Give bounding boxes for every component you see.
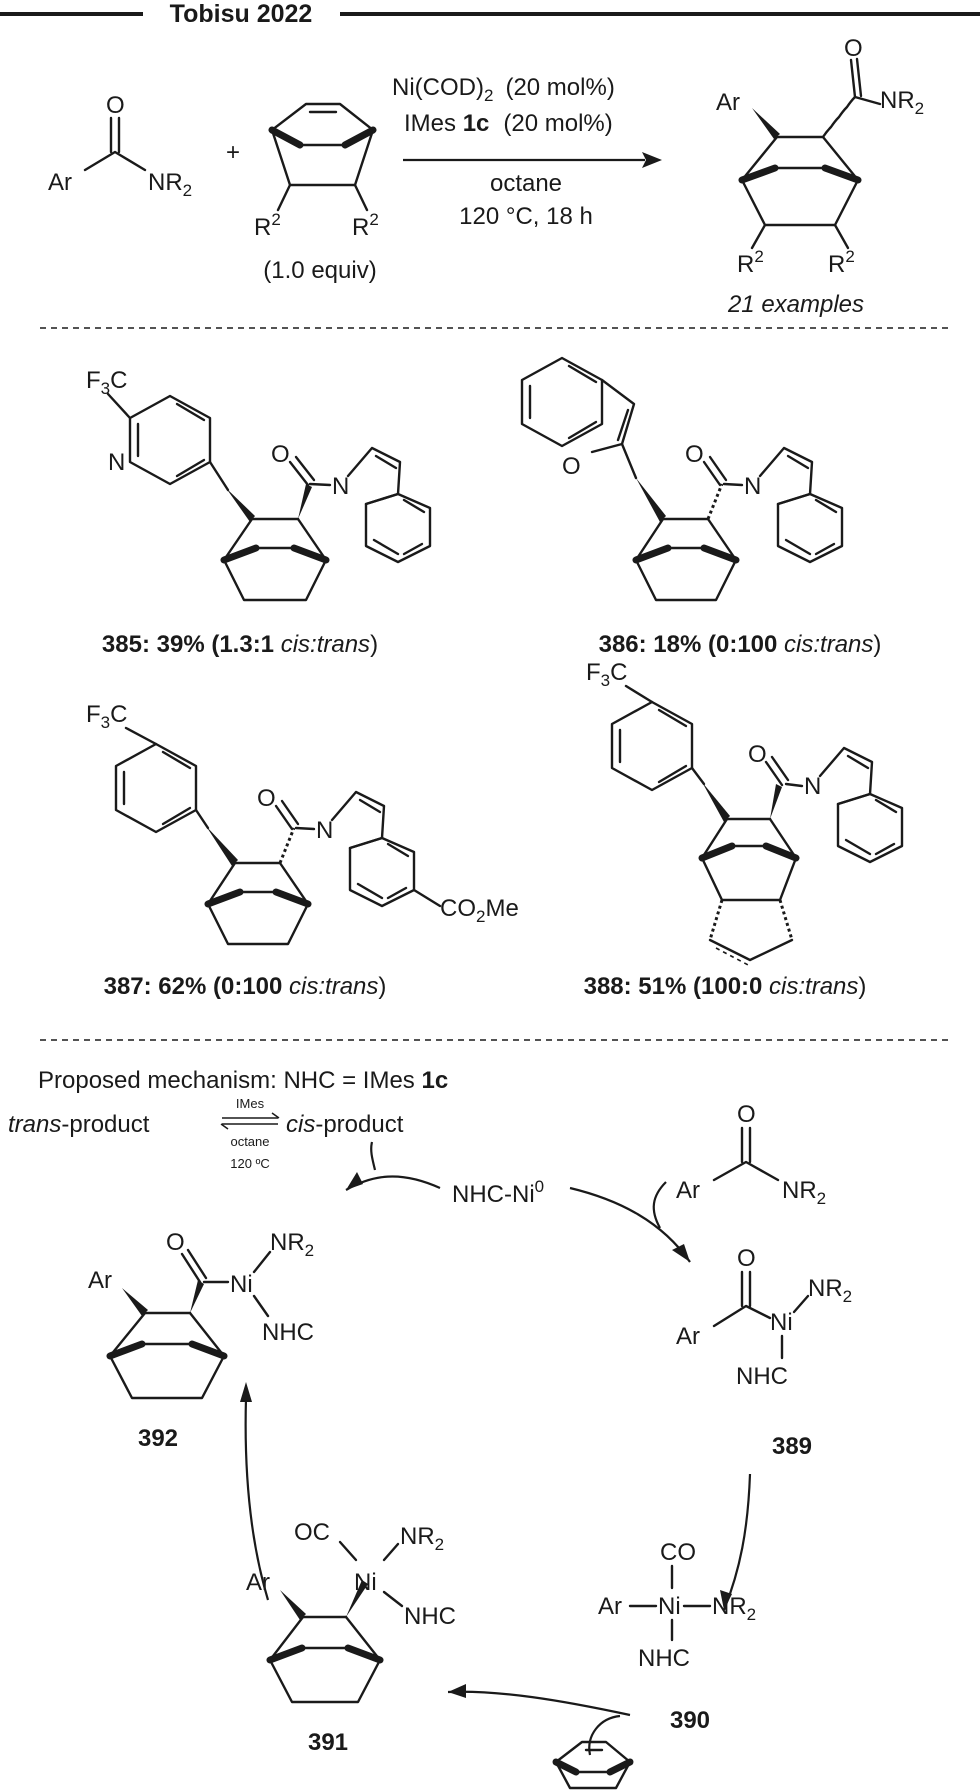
svg-text:O: O [737, 1245, 756, 1272]
svg-text:trans-product: trans-product [8, 1111, 150, 1138]
svg-text:Ni: Ni [354, 1569, 377, 1596]
svg-text:NR2: NR2 [782, 1177, 826, 1208]
cf3-387: F3C [86, 701, 127, 732]
svg-text:Ar: Ar [246, 1569, 270, 1596]
svg-text:NR2: NR2 [400, 1523, 444, 1554]
product-examples: 21 examples [727, 291, 864, 318]
example-385: F3C N O N [86, 367, 432, 602]
svg-text:O: O [166, 1229, 185, 1256]
svg-text:NR2: NR2 [270, 1229, 314, 1260]
svg-text:NHC: NHC [262, 1319, 314, 1346]
svg-text:OC: OC [294, 1519, 330, 1546]
header: Tobisu 2022 [0, 0, 980, 28]
svg-text:CO: CO [660, 1539, 696, 1566]
header-title: Tobisu 2022 [170, 0, 313, 28]
product-nr2: NR2 [880, 87, 924, 118]
caption-385: 385: 39% (1.3:1 cis:trans) [102, 631, 378, 658]
n-indole-385: N [332, 473, 349, 500]
svg-text:Ar: Ar [88, 1267, 112, 1294]
svg-text:390: 390 [670, 1707, 710, 1734]
cond-cat1: Ni(COD)2(20 mol%) [392, 74, 615, 105]
o-385: O [271, 441, 290, 468]
product-ar: Ar [716, 89, 740, 116]
svg-text:Ni: Ni [230, 1271, 253, 1298]
norbornene-r2-right: R2 [352, 210, 379, 241]
cond-solvent: octane [490, 170, 562, 197]
cond-temp-time: 120 °C, 18 h [459, 203, 593, 230]
co2me-387: CO2Me [440, 895, 519, 926]
amide-nr2: NR2 [148, 169, 192, 200]
caption-387: 387: 62% (0:100 cis:trans) [104, 973, 387, 1000]
reactant-norbornene: R2 R2 (1.0 equiv) [254, 102, 379, 284]
norbornene-equiv: (1.0 equiv) [263, 257, 376, 284]
reaction-conditions: Ni(COD)2(20 mol%) IMes 1c(20 mol%) octan… [392, 74, 662, 230]
svg-text:Ar: Ar [598, 1593, 622, 1620]
amide-o: O [106, 92, 125, 119]
svg-text:391: 391 [308, 1729, 348, 1756]
svg-text:NR2: NR2 [808, 1275, 852, 1306]
caption-386: 386: 18% (0:100 cis:trans) [599, 631, 882, 658]
product-r2-left: R2 [737, 247, 764, 278]
svg-text:octane: octane [230, 1134, 269, 1149]
o-387: O [257, 785, 276, 812]
product-r2-right: R2 [828, 247, 855, 278]
intermediate-389: O Ar Ni NR2 NHC 389 [676, 1245, 852, 1460]
intermediate-392: Ar O Ni NR2 NHC 392 [88, 1229, 314, 1452]
svg-text:392: 392 [138, 1425, 178, 1452]
cond-cat2: IMes 1c(20 mol%) [404, 110, 613, 137]
svg-text:cis-product: cis-product [286, 1111, 404, 1138]
svg-text:Ni: Ni [658, 1593, 681, 1620]
svg-text:Ar: Ar [676, 1323, 700, 1350]
example-387: F3C O N CO2Me [86, 701, 519, 946]
intermediate-390: CO Ar Ni NR2 NHC 390 [598, 1539, 756, 1734]
svg-text:O: O [737, 1101, 756, 1128]
svg-text:Ni: Ni [770, 1309, 793, 1336]
svg-text:389: 389 [772, 1433, 812, 1460]
plus-sign: + [226, 139, 240, 166]
scheme-product: Ar O NR2 R2 R2 21 examples [716, 35, 924, 318]
n-indole-386: N [744, 473, 761, 500]
amide-ar: Ar [48, 169, 72, 196]
svg-text:IMes: IMes [236, 1096, 265, 1111]
mech-substrate: O Ar NR2 [676, 1101, 826, 1208]
trans-cis-equilibrium: trans-product IMes octane 120 ºC cis-pro… [8, 1096, 404, 1171]
cf3-385: F3C [86, 367, 127, 398]
o-386: O [685, 441, 704, 468]
cf3-388: F3C [586, 659, 627, 690]
svg-text:NHC: NHC [638, 1645, 690, 1672]
product-o: O [844, 35, 863, 62]
o-benzofuran-386: O [562, 453, 581, 480]
catalyst-nhc-ni0: NHC-Ni0 [452, 1177, 544, 1208]
intermediate-391: Ar OC Ni NR2 NHC 391 [246, 1519, 456, 1756]
mechanism-title: Proposed mechanism: NHC = IMes 1c [38, 1067, 448, 1094]
example-388: F3C O N [586, 659, 904, 967]
n-385: N [108, 449, 125, 476]
example-386: O O N [520, 356, 844, 602]
caption-388: 388: 51% (100:0 cis:trans) [584, 973, 867, 1000]
svg-text:120 ºC: 120 ºC [230, 1156, 269, 1171]
svg-text:NR2: NR2 [712, 1593, 756, 1624]
o-388: O [748, 741, 767, 768]
norbornene-r2-left: R2 [254, 210, 281, 241]
svg-text:NHC: NHC [736, 1363, 788, 1390]
svg-text:NHC: NHC [404, 1603, 456, 1630]
mech-norbornene [552, 1740, 634, 1790]
reactant-amide: O Ar NR2 [48, 92, 192, 200]
n-indole-388: N [804, 773, 821, 800]
n-indole-387: N [316, 817, 333, 844]
svg-text:Ar: Ar [676, 1177, 700, 1204]
